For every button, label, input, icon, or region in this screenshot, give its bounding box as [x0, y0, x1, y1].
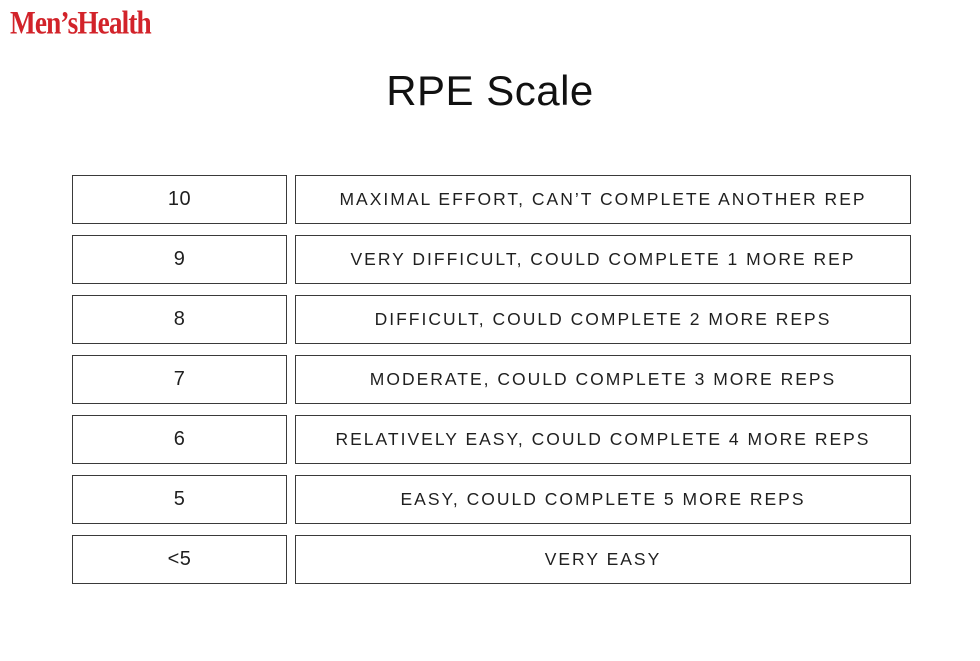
- table-row: 8 DIFFICULT, COULD COMPLETE 2 MORE REPS: [72, 295, 911, 344]
- rpe-rating-cell: 6: [72, 415, 287, 464]
- rpe-rating-cell: 9: [72, 235, 287, 284]
- rpe-description-cell: VERY EASY: [295, 535, 911, 584]
- rpe-description-cell: MAXIMAL EFFORT, CAN’T COMPLETE ANOTHER R…: [295, 175, 911, 224]
- rpe-description-cell: EASY, COULD COMPLETE 5 MORE REPS: [295, 475, 911, 524]
- table-row: 9 VERY DIFFICULT, COULD COMPLETE 1 MORE …: [72, 235, 911, 284]
- mens-health-logo: Men’sHealth: [10, 3, 152, 41]
- table-row: 5 EASY, COULD COMPLETE 5 MORE REPS: [72, 475, 911, 524]
- rpe-description-cell: MODERATE, COULD COMPLETE 3 MORE REPS: [295, 355, 911, 404]
- rpe-description-cell: DIFFICULT, COULD COMPLETE 2 MORE REPS: [295, 295, 911, 344]
- rpe-rating-cell: <5: [72, 535, 287, 584]
- rpe-table: 10 MAXIMAL EFFORT, CAN’T COMPLETE ANOTHE…: [72, 175, 911, 595]
- rpe-description-cell: RELATIVELY EASY, COULD COMPLETE 4 MORE R…: [295, 415, 911, 464]
- page-title: RPE Scale: [386, 67, 594, 114]
- table-row: 10 MAXIMAL EFFORT, CAN’T COMPLETE ANOTHE…: [72, 175, 911, 224]
- rpe-rating-cell: 7: [72, 355, 287, 404]
- rpe-rating-cell: 5: [72, 475, 287, 524]
- table-row: <5 VERY EASY: [72, 535, 911, 584]
- rpe-rating-cell: 8: [72, 295, 287, 344]
- rpe-description-cell: VERY DIFFICULT, COULD COMPLETE 1 MORE RE…: [295, 235, 911, 284]
- table-row: 7 MODERATE, COULD COMPLETE 3 MORE REPS: [72, 355, 911, 404]
- table-row: 6 RELATIVELY EASY, COULD COMPLETE 4 MORE…: [72, 415, 911, 464]
- rpe-rating-cell: 10: [72, 175, 287, 224]
